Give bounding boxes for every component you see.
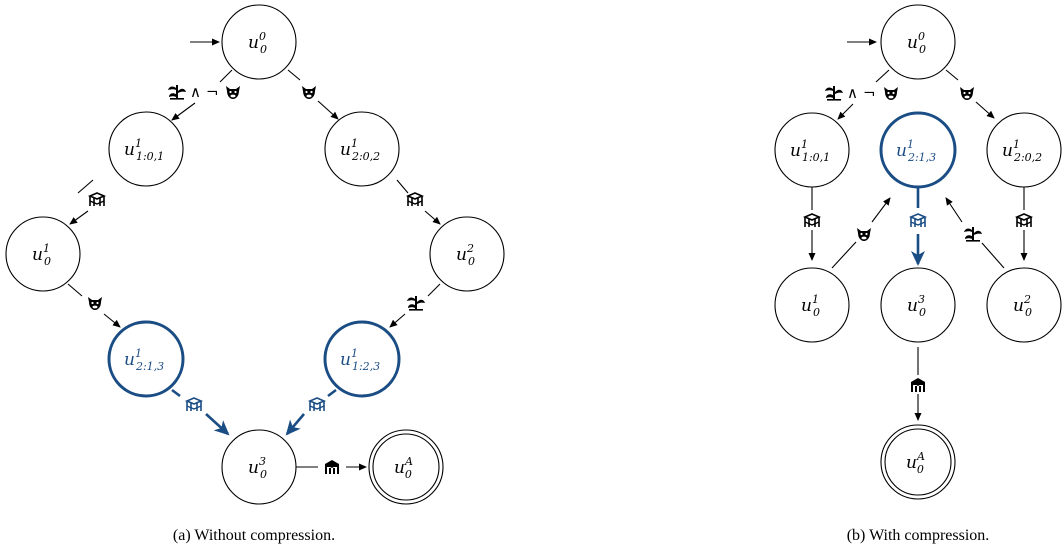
edge-stub <box>427 283 441 297</box>
svg-text:u20: u20 <box>1013 293 1032 319</box>
table-icon <box>186 397 202 412</box>
edge-u00-u101 <box>171 102 196 121</box>
edge-label-plant-and-not-cow: ∧ ¬ <box>825 84 898 102</box>
table-icon <box>1016 213 1032 228</box>
edge-u01-u213 <box>871 197 891 223</box>
cow-icon <box>960 87 974 100</box>
not-symbol: ¬ <box>863 84 876 102</box>
and-symbol: ∧ <box>190 83 201 101</box>
and-symbol: ∧ <box>847 84 858 102</box>
edge-stub <box>981 242 1005 269</box>
edge-stub <box>327 388 337 398</box>
svg-text:u10: u10 <box>801 293 820 319</box>
edge-u01-u213 <box>103 313 121 328</box>
cow-icon <box>302 86 316 99</box>
caption-a: (a) Without compression. <box>173 527 335 544</box>
not-symbol: ¬ <box>206 83 219 101</box>
caption-b: (b) With compression. <box>847 527 990 544</box>
filled-table-icon <box>324 459 340 475</box>
edge-u101-u01 <box>69 210 89 225</box>
svg-text:uA0: uA0 <box>394 455 413 481</box>
svg-text:u11:2,3: u11:2,3 <box>340 347 380 373</box>
edge-stub <box>831 241 857 269</box>
svg-text:u12:1,3: u12:1,3 <box>124 347 164 373</box>
edge-label-plant-and-not-cow: ∧ ¬ <box>168 83 240 101</box>
edge-stub <box>171 388 181 398</box>
svg-text:u12:0,2: u12:0,2 <box>1002 138 1042 164</box>
plant-icon <box>407 296 425 311</box>
svg-text:u11:0,1: u11:0,1 <box>124 137 164 163</box>
table-icon <box>89 192 105 207</box>
edge-stub <box>875 69 890 83</box>
cow-icon <box>88 297 102 310</box>
plant-icon <box>168 85 186 100</box>
cow-icon <box>884 87 898 100</box>
edge-stub <box>396 179 409 194</box>
svg-text:u11:0,1: u11:0,1 <box>790 138 830 164</box>
svg-text:u12:0,2: u12:0,2 <box>340 137 380 163</box>
table-icon <box>309 397 325 412</box>
table-icon <box>804 213 820 228</box>
edge-stub <box>219 69 233 83</box>
plant-icon <box>964 227 982 242</box>
table-icon <box>910 213 926 228</box>
edge-stub <box>287 69 301 81</box>
edge-u102-u02 <box>424 210 441 225</box>
svg-text:u00: u00 <box>248 30 267 56</box>
edge-u00-u101 <box>837 103 854 120</box>
svg-text:u10: u10 <box>32 242 51 268</box>
edge-stub <box>945 69 959 81</box>
filled-table-icon <box>910 377 926 393</box>
plant-icon <box>825 86 843 101</box>
edge-stub <box>67 283 83 297</box>
cow-icon <box>226 86 240 99</box>
svg-text:u20: u20 <box>456 242 475 268</box>
edge-u00-u102 <box>317 100 339 120</box>
svg-text:u00: u00 <box>907 30 926 56</box>
table-icon <box>407 192 423 207</box>
svg-text:u30: u30 <box>907 293 926 319</box>
edge-u02-u123 <box>389 313 406 328</box>
edge-u02-u213 <box>945 197 963 223</box>
edge-u00-u102 <box>975 101 995 119</box>
edge-u213-u03 <box>205 413 230 436</box>
svg-text:u30: u30 <box>248 455 267 481</box>
edge-stub <box>77 179 94 194</box>
svg-text:uA0: uA0 <box>906 450 925 476</box>
cow-icon <box>857 228 871 241</box>
svg-text:u12:1,3: u12:1,3 <box>896 138 936 164</box>
edge-u123-u03 <box>285 413 305 436</box>
